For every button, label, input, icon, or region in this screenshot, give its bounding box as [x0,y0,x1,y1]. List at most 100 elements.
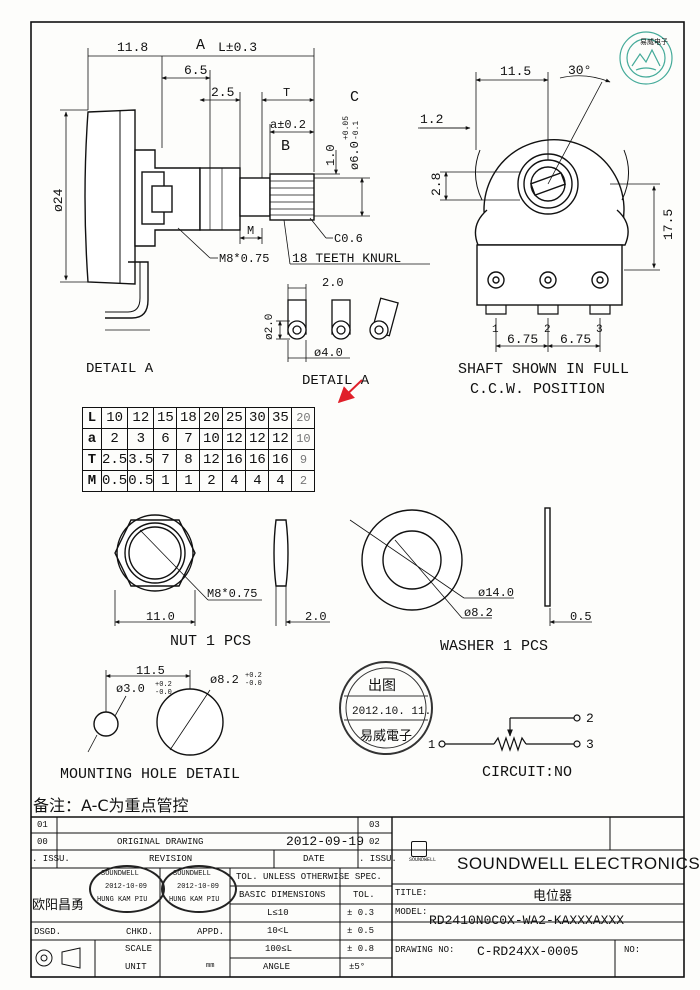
drawing-no-value: C-RD24XX-0005 [477,944,579,959]
table-cell: 10 [291,428,316,450]
table-cell: 2 [199,470,224,492]
appd-stamp: SOUNDWELL 2012-10-09 HUNG KAM PIU [161,865,237,913]
appd-label: APPD. [197,927,225,937]
dim-6-5: 6.5 [184,63,207,78]
date-label: DATE [303,854,325,864]
tol-row3-val: ± 0.8 [347,944,375,954]
circuit-pin-3: 3 [586,737,594,752]
washer-outer: ø14.0 [478,586,514,600]
detail-a [276,284,399,362]
table-row: M 0.5 0.5 1 1 2 4 4 4 2 [82,470,316,492]
tol-row2-dim: 10<L [267,926,289,936]
front-caption-line1: SHAFT SHOWN IN FULL [458,361,629,378]
table-cell: 9 [291,449,316,471]
rev-00: 00 [37,837,48,847]
detail-a-dim-side: ø2.0 [264,314,276,340]
table-cell: 4 [268,470,293,492]
label-b: B [281,138,290,155]
issu-right: . ISSU. [359,854,397,864]
table-cell: 30 [245,407,270,429]
dim-11-5: 11.5 [500,64,531,79]
table-cell: 25 [222,407,247,429]
washer-thickness: 0.5 [570,610,592,624]
original-drawing: ORIGINAL DRAWING [117,837,204,847]
table-cell: 3.5 [127,449,155,471]
label-t: T [283,86,290,100]
pitch-a: 6.75 [507,332,538,347]
table-cell: 10 [199,428,224,450]
washer-inner: ø8.2 [464,606,493,620]
shaft-diameter: ø6.0 [348,141,362,170]
soundwell-logo-icon [411,841,427,857]
tol-l: L±0.3 [218,40,257,55]
front-caption-line2: C.C.W. POSITION [470,381,605,398]
red-annotation-arrow [337,379,363,404]
circuit-pin-1: 1 [428,738,435,752]
unit-value: mm [206,962,215,970]
side-view [60,48,430,331]
front-view-labels: 11.5 30° 1.2 2.8 17.5 1 2 3 6.75 6.75 SH… [420,63,676,398]
dim-1-2: 1.2 [420,112,443,127]
front-view [418,72,660,352]
detail-a-labels: 2.0 ø2.0 ø4.0 DETAIL A [264,276,370,389]
circuit-caption: CIRCUIT:NO [482,764,572,781]
pin-1-label: 1 [492,324,499,336]
pot-body [84,109,136,285]
dsgd-label: DSGD. [34,927,62,937]
rev-01: 01 [37,820,48,830]
nut-labels: M8*0.75 11.0 2.0 NUT 1 PCS [146,587,327,650]
circuit-pin-2: 2 [586,711,594,726]
unit-label: UNIT [125,962,147,972]
drawing-date: 2012-09-19 [286,834,365,849]
side-view-labels: 11.8 A L±0.3 6.5 2.5 T a±0.2 B C ø6.0 +0… [51,37,401,377]
table-cell: 2 [291,470,316,492]
dim-overall: 11.8 [117,40,148,55]
knurl-spec: 18 TEETH KNURL [292,251,401,266]
washer-caption: WASHER 1 PCS [440,638,548,655]
pin-2-label: 2 [544,324,551,336]
table-cell: 18 [176,407,201,429]
table-cell: 3 [127,428,155,450]
detail-a-caption: DETAIL A [302,373,370,389]
tol-row1-dim: L≤10 [267,908,289,918]
approval-stamp: 出图 2012.10. 11. 易威電子 [339,661,433,755]
table-cell: 35 [268,407,293,429]
angle-val: ±5° [349,962,366,972]
basic-dimensions: BASIC DIMENSIONS [239,890,326,900]
table-cell: 12 [222,428,247,450]
table-cell: 20 [291,407,316,429]
mounting-large-tol-lower: -0.0 [245,680,262,688]
company-name: SOUNDWELL ELECTRONICS [457,854,700,873]
row-label: a [82,428,102,450]
table-cell: 0.5 [127,470,155,492]
model-label: MODEL: [395,907,428,917]
table-cell: 7 [176,428,201,450]
title-label: TITLE: [395,888,428,898]
dim-2-5: 2.5 [211,85,234,100]
detail-a-caption-left: DETAIL A [86,361,154,377]
nut-caption: NUT 1 PCS [170,633,251,650]
designer-name: 欧阳昌勇 [32,898,85,913]
thread-spec: M8*0.75 [219,252,269,266]
label-c: C [350,89,359,106]
tol-row2-val: ± 0.5 [347,926,375,936]
mounting-drawing [87,670,224,756]
scale-label: SCALE [125,944,153,954]
model-value: RD2410N0C0X-WA2-KAXXXAXXX [429,913,625,928]
nut-drawing [114,514,330,626]
circuit-labels: 1 2 3 CIRCUIT:NO [428,711,594,781]
nut-thread: M8*0.75 [207,587,257,601]
label-a: A [196,37,205,54]
issu-left: . ISSU. [32,854,70,864]
sheet-border [30,21,685,978]
angle-30: 30° [568,63,591,78]
dim-1-0: 1.0 [324,144,338,166]
mounting-small-hole: ø3.0 [116,682,145,696]
angle-label: ANGLE [263,962,291,972]
mounting-caption: MOUNTING HOLE DETAIL [60,766,240,783]
corner-logo-text: 易威电子 [640,37,668,46]
stamp-date: 2012.10. 11. [352,706,431,718]
stamp-top: 出图 [368,678,396,694]
